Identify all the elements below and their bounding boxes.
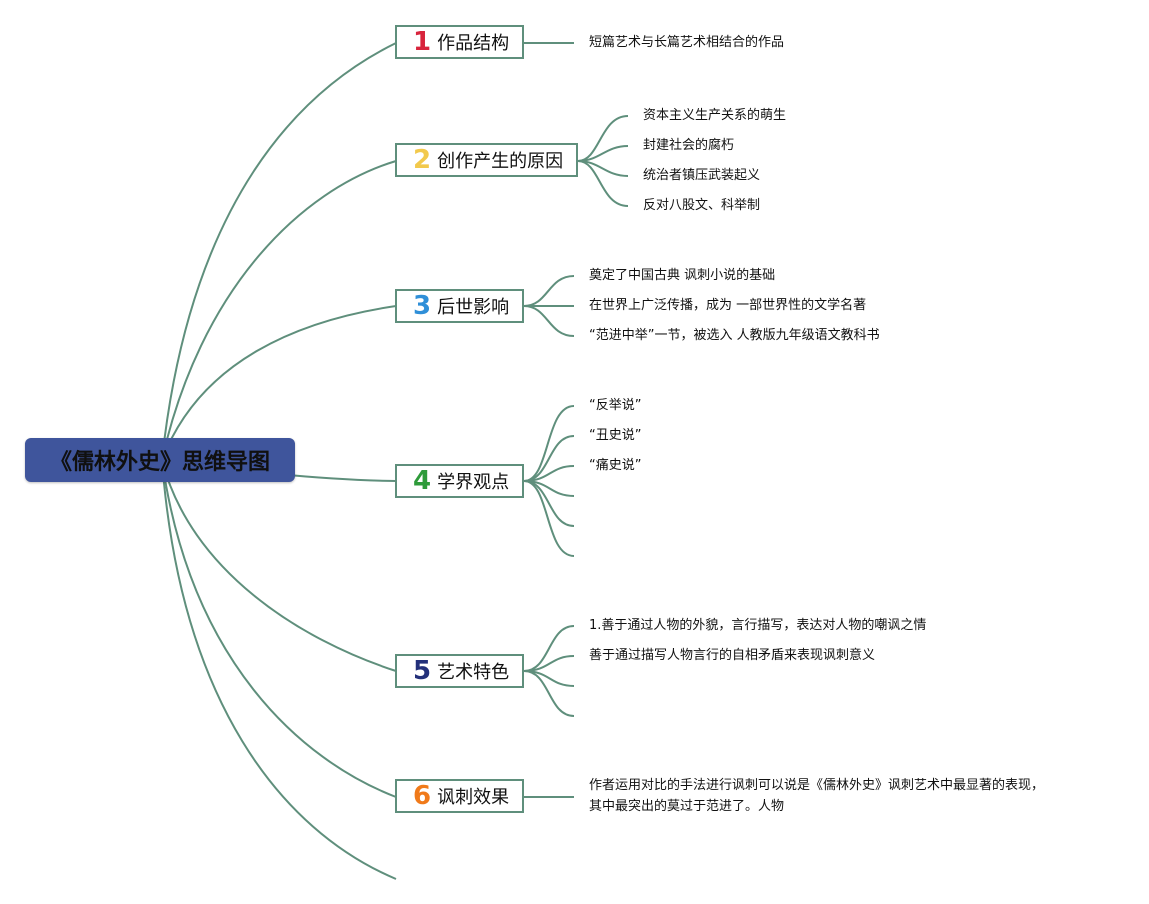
branch-1-node[interactable]: 1 作品结构 bbox=[395, 25, 524, 59]
branch-4-item-3: “痛史说” bbox=[589, 458, 642, 473]
branch-3-item-1: 奠定了中国古典 讽刺小说的基础 bbox=[589, 268, 776, 283]
number-1-icon: 1 bbox=[413, 27, 432, 57]
branch-6-node[interactable]: 6 讽刺效果 bbox=[395, 779, 524, 813]
branch-5-node[interactable]: 5 艺术特色 bbox=[395, 654, 524, 688]
branch-2-item-1: 资本主义生产关系的萌生 bbox=[643, 108, 787, 123]
number-5-icon: 5 bbox=[413, 656, 432, 686]
number-2-icon: 2 bbox=[413, 145, 432, 175]
branch-5-item-1: 1.善于通过人物的外貌，言行描写，表达对人物的嘲讽之情 bbox=[589, 618, 927, 633]
branch-3-node[interactable]: 3 后世影响 bbox=[395, 289, 524, 323]
branch-1-label: 作品结构 bbox=[437, 33, 510, 54]
branch-3-label: 后世影响 bbox=[437, 297, 510, 318]
branch-4-node[interactable]: 4 学界观点 bbox=[395, 464, 524, 498]
branch-4-item-1: “反举说” bbox=[589, 398, 642, 413]
number-3-icon: 3 bbox=[413, 291, 432, 321]
number-6-icon: 6 bbox=[413, 781, 432, 811]
branch-4-item-2: “丑史说” bbox=[589, 428, 642, 443]
branch-5-label: 艺术特色 bbox=[437, 662, 510, 683]
branch-2-item-4: 反对八股文、科举制 bbox=[643, 198, 761, 213]
branch-3-item-3: “范进中举”一节，被选入 人教版九年级语文教科书 bbox=[589, 328, 880, 343]
branch-2-label: 创作产生的原因 bbox=[437, 151, 564, 172]
root-title: 《儒林外史》思维导图 bbox=[49, 450, 270, 475]
branch-2-item-3: 统治者镇压武装起义 bbox=[643, 168, 761, 183]
branch-6-item-1: 作者运用对比的手法进行讽刺可以说是《儒林外史》讽刺艺术中最显著的表现， bbox=[589, 778, 1045, 793]
branch-2-item-2: 封建社会的腐朽 bbox=[643, 138, 735, 153]
branch-6-label: 讽刺效果 bbox=[437, 787, 510, 808]
branch-5-item-2: 善于通过描写人物言行的自相矛盾来表现讽刺意义 bbox=[589, 648, 876, 663]
number-4-icon: 4 bbox=[413, 466, 432, 496]
branch-3-item-2: 在世界上广泛传播，成为 一部世界性的文学名著 bbox=[589, 298, 867, 313]
branch-2-node[interactable]: 2 创作产生的原因 bbox=[395, 143, 578, 177]
branch-6-item-2: 其中最突出的莫过于范进了。人物 bbox=[589, 799, 785, 814]
root-node[interactable]: 《儒林外史》思维导图 bbox=[25, 438, 295, 482]
branch-4-label: 学界观点 bbox=[437, 472, 510, 493]
branch-1-item-1: 短篇艺术与长篇艺术相结合的作品 bbox=[589, 35, 785, 50]
